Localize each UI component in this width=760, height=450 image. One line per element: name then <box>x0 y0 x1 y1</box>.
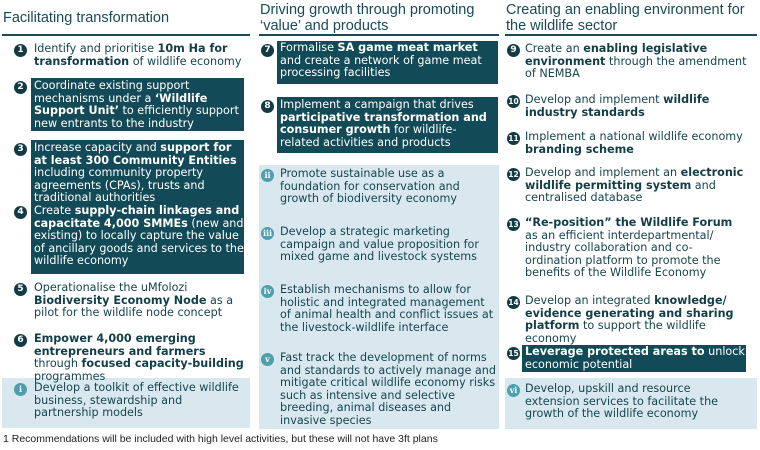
roman-badge-v: v <box>261 353 274 366</box>
item-vi-box <box>505 378 757 429</box>
item-5: Operationalise the uMfolozi Biodiversity… <box>34 281 234 320</box>
column-rule-2 <box>259 34 499 36</box>
item-11: Implement a national wildlife economy br… <box>525 130 743 156</box>
number-badge-14: 14 <box>507 296 520 309</box>
item-i: Develop a toolkit of effective wildlife … <box>34 381 239 420</box>
number-badge-8: 8 <box>261 100 274 113</box>
number-badge-13: 13 <box>507 218 520 231</box>
items-roman-box <box>259 165 499 429</box>
number-badge-4: 4 <box>14 206 27 219</box>
number-badge-10: 10 <box>507 95 520 108</box>
item-7: Formalise SA game meat market and create… <box>280 41 482 80</box>
item-15: Leverage protected areas to unlock econo… <box>525 345 745 371</box>
number-badge-11: 11 <box>507 132 520 145</box>
item-15-box <box>522 345 746 372</box>
item-6: Empower 4,000 emerging entrepreneurs and… <box>34 332 244 383</box>
item-8-box <box>277 97 498 153</box>
roman-badge-vi: vi <box>507 384 520 397</box>
number-badge-5: 5 <box>14 283 27 296</box>
item-2: Coordinate existing support mechanisms u… <box>34 79 239 130</box>
item-vi: Develop, upskill and resource extension … <box>525 382 719 421</box>
column-title-enabling: Creating an enabling environment for the… <box>506 2 745 34</box>
item-14: Develop an integrated knowledge/ evidenc… <box>525 294 734 345</box>
item-1: Identify and prioritise 10m Ha for trans… <box>34 42 242 68</box>
number-badge-2: 2 <box>14 81 27 94</box>
number-badge-9: 9 <box>507 44 520 57</box>
item-8: Implement a campaign that drives partici… <box>280 98 487 149</box>
item-4: Create supply-chain linkages and capacit… <box>34 204 244 268</box>
item-12: Develop and implement an electronic wild… <box>525 166 744 205</box>
item-9: Create an enabling legislative environme… <box>525 42 747 81</box>
number-badge-1: 1 <box>14 44 27 57</box>
roman-badge-i: i <box>14 383 27 396</box>
column-title-transformation: Facilitating transformation <box>3 10 170 26</box>
item-10: Develop and implement wildlife industry … <box>525 93 710 119</box>
roman-badge-ii: ii <box>261 169 274 182</box>
item-3-4-box <box>31 140 244 274</box>
footnote: 1 Recommendations will be included with … <box>3 433 438 445</box>
number-badge-15: 15 <box>507 347 520 360</box>
roman-badge-iii: iii <box>261 227 274 240</box>
roman-badge-iv: iv <box>261 285 274 298</box>
number-badge-12: 12 <box>507 168 520 181</box>
column-rule-1 <box>2 34 250 36</box>
item-7-box <box>277 41 498 84</box>
number-badge-3: 3 <box>14 143 27 156</box>
number-badge-7: 7 <box>261 44 274 57</box>
item-3: Increase capacity and support for at lea… <box>34 141 237 205</box>
item-v: Fast track the development of norms and … <box>280 351 496 427</box>
item-ii: Promote sustainable use as a foundation … <box>280 167 460 206</box>
item-iv: Establish mechanisms to allow for holist… <box>280 283 494 334</box>
item-2-box <box>31 78 244 131</box>
item-13: “Re-position” the Wildlife Forum as an e… <box>525 216 733 280</box>
column-title-growth: Driving growth through promoting ‘value’… <box>260 2 475 34</box>
item-iii: Develop a strategic marketing campaign a… <box>280 225 479 264</box>
column-rule-3 <box>505 34 757 36</box>
number-badge-6: 6 <box>14 334 27 347</box>
item-i-box <box>2 378 250 428</box>
